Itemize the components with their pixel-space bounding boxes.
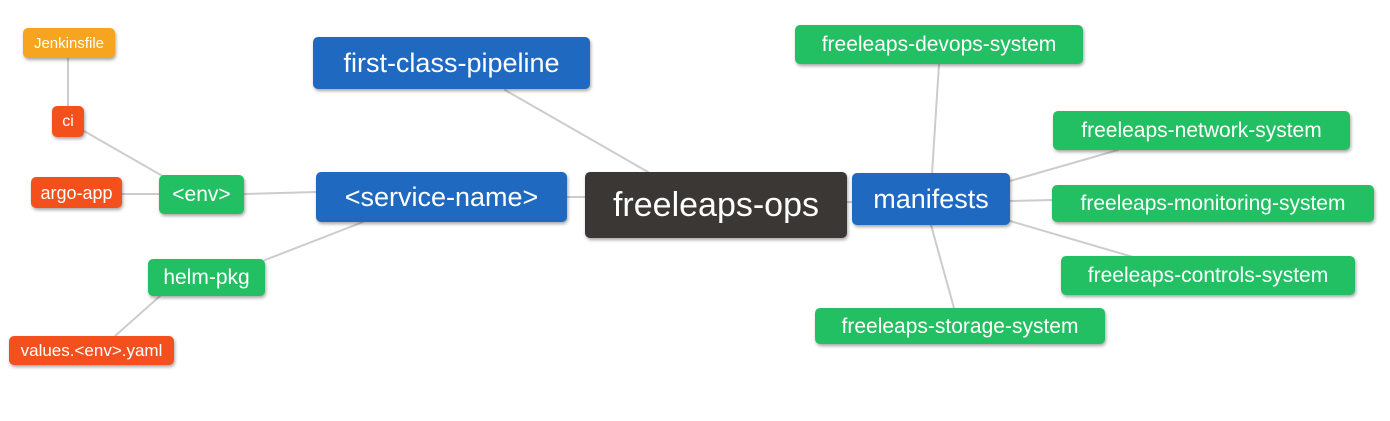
edge-env-to-ci — [83, 130, 167, 179]
mindmap-node-helm-pkg[interactable]: helm-pkg — [148, 259, 265, 296]
edge-manifests-to-freeleaps-network-system — [1009, 149, 1119, 182]
mindmap-node-manifests[interactable]: manifests — [852, 173, 1010, 225]
mindmap-node-freeleaps-monitoring-system[interactable]: freeleaps-monitoring-system — [1052, 185, 1374, 222]
mindmap-node-env[interactable]: <env> — [159, 175, 244, 214]
edge-manifests-to-freeleaps-controls-system — [1009, 220, 1134, 258]
mindmap-node-argo-app[interactable]: argo-app — [31, 177, 122, 208]
mindmap-node-freeleaps-ops[interactable]: freeleaps-ops — [585, 172, 847, 238]
mindmap-node-freeleaps-storage-system[interactable]: freeleaps-storage-system — [815, 308, 1105, 344]
mindmap-node-freeleaps-controls-system[interactable]: freeleaps-controls-system — [1061, 256, 1355, 295]
mindmap-node-service-name[interactable]: <service-name> — [316, 172, 567, 222]
mindmap-node-first-class-pipeline[interactable]: first-class-pipeline — [313, 37, 590, 89]
edge-freeleaps-ops-to-first-class-pipeline — [504, 89, 649, 173]
edge-service-name-to-env — [243, 191, 317, 195]
mindmap-node-jenkinsfile[interactable]: Jenkinsfile — [23, 28, 115, 58]
edge-helm-pkg-to-values-env-yaml — [114, 295, 161, 337]
mindmap-node-freeleaps-devops-system[interactable]: freeleaps-devops-system — [795, 25, 1083, 64]
edge-manifests-to-freeleaps-devops-system — [931, 63, 940, 175]
edge-manifests-to-freeleaps-storage-system — [930, 224, 955, 309]
mindmap-node-ci[interactable]: ci — [52, 106, 84, 137]
mindmap-node-freeleaps-network-system[interactable]: freeleaps-network-system — [1053, 111, 1350, 150]
mindmap-node-values-env-yaml[interactable]: values.<env>.yaml — [9, 336, 174, 365]
edge-service-name-to-helm-pkg — [264, 221, 364, 261]
edge-manifests-to-freeleaps-monitoring-system — [1009, 199, 1053, 202]
